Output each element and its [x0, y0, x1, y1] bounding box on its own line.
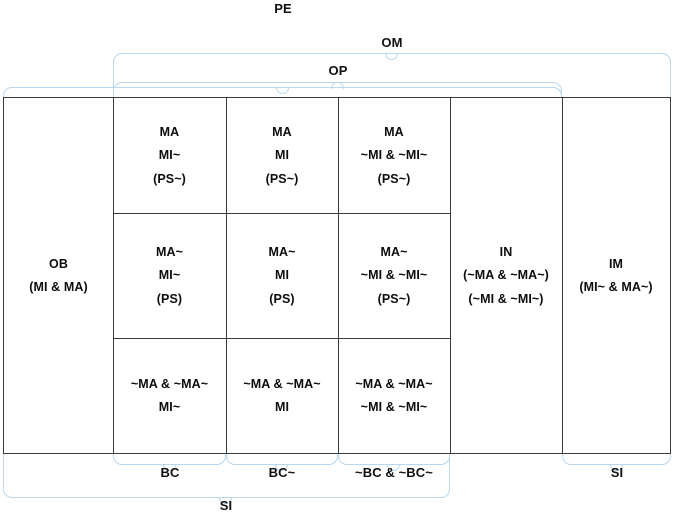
- cell-r3c4-line-1: ~MA & ~MA~: [355, 376, 433, 391]
- cell-r3c2-line-2: MI~: [158, 400, 181, 414]
- brace-label-op: OP: [328, 63, 348, 78]
- cell-r3c4: ~MA & ~MA~ ~MI & ~MI~: [338, 338, 450, 453]
- cell-im: IM (MI~ & MA~): [562, 98, 670, 453]
- cell-in: IN (~MA & ~MA~) (~MI & ~MI~): [450, 98, 562, 453]
- grid-vline-5: [562, 98, 564, 453]
- grid-hline-1: [113, 213, 450, 215]
- cell-r2c3-line-3: (PS): [269, 291, 295, 306]
- cell-r1c4: MA ~MI & ~MI~ (PS~): [338, 98, 450, 213]
- cell-in-line-2: (~MA & ~MA~): [463, 268, 549, 283]
- cell-r1c2: MA MI~ (PS~): [113, 98, 226, 213]
- brace-label-om: OM: [381, 35, 403, 50]
- cell-r3c2: ~MA & ~MA~ MI~: [113, 338, 226, 453]
- cell-in-line-3: (~MI & ~MI~): [468, 291, 544, 306]
- cell-r2c3-line-2: MI: [274, 268, 290, 283]
- cell-r1c3-line-2: MI: [274, 148, 290, 163]
- brace-op-nub: [331, 81, 344, 89]
- grid-hline-2: [113, 338, 450, 340]
- cell-r1c2-line-3: (PS~): [153, 171, 186, 186]
- cell-r1c4-line-2: ~MI & ~MI~: [360, 148, 428, 163]
- cell-r2c2: MA~ MI~ (PS): [113, 213, 226, 338]
- cell-r3c3-line-2: MI: [274, 400, 290, 414]
- cell-r2c2-line-2: MI~: [158, 268, 181, 283]
- logic-grid: OB (MI & MA) MA MI~ (PS~) MA MI (PS~) MA…: [3, 97, 671, 454]
- brace-om-nub: [385, 52, 398, 60]
- cell-r2c4-line-3: (PS~): [377, 291, 411, 306]
- brace-label-si-im: SI: [610, 465, 624, 480]
- brace-label-bc: BC: [160, 465, 180, 480]
- cell-r1c4-line-1: MA: [384, 124, 404, 139]
- cell-r3c3: ~MA & ~MA~ MI: [226, 338, 338, 453]
- grid-vline-3: [338, 98, 340, 453]
- cell-r2c4: MA~ ~MI & ~MI~ (PS~): [338, 213, 450, 338]
- brace-pe-nub: [276, 86, 289, 94]
- brace-label-bc-neg: BC~: [268, 465, 296, 480]
- cell-r1c3-line-3: (PS~): [265, 171, 299, 186]
- cell-r1c2-line-1: MA: [159, 124, 180, 139]
- cell-r3c4-line-2: ~MI & ~MI~: [360, 400, 428, 414]
- grid-vline-1: [113, 98, 115, 453]
- cell-ob-line-1: OB: [49, 256, 68, 271]
- cell-r1c2-line-2: MI~: [158, 148, 181, 163]
- cell-im-line-1: IM: [608, 256, 624, 271]
- cell-r2c4-line-1: MA~: [380, 244, 408, 259]
- cell-r3c2-line-1: ~MA & ~MA~: [130, 376, 209, 391]
- cell-ob-line-2: (MI & MA): [29, 280, 88, 294]
- cell-in-line-1: IN: [499, 244, 513, 259]
- cell-r1c4-line-3: (PS~): [377, 171, 411, 186]
- cell-r1c3-line-1: MA: [272, 124, 292, 139]
- cell-im-line-2: (MI~ & MA~): [579, 280, 653, 294]
- grid-vline-4: [450, 98, 452, 453]
- brace-si-all: [3, 454, 450, 498]
- cell-r1c3: MA MI (PS~): [226, 98, 338, 213]
- cell-r3c3-line-1: ~MA & ~MA~: [243, 376, 321, 391]
- cell-r2c2-line-3: (PS): [156, 291, 183, 306]
- grid-vline-2: [226, 98, 228, 453]
- brace-label-pe: PE: [274, 1, 292, 16]
- cell-r2c3-line-1: MA~: [268, 244, 296, 259]
- cell-r2c2-line-1: MA~: [155, 244, 184, 259]
- brace-label-si-all: SI: [219, 498, 233, 513]
- cell-ob: OB (MI & MA): [4, 98, 113, 453]
- cell-r2c3: MA~ MI (PS): [226, 213, 338, 338]
- brace-label-bc-both: ~BC & ~BC~: [355, 465, 433, 480]
- cell-r2c4-line-2: ~MI & ~MI~: [360, 268, 428, 283]
